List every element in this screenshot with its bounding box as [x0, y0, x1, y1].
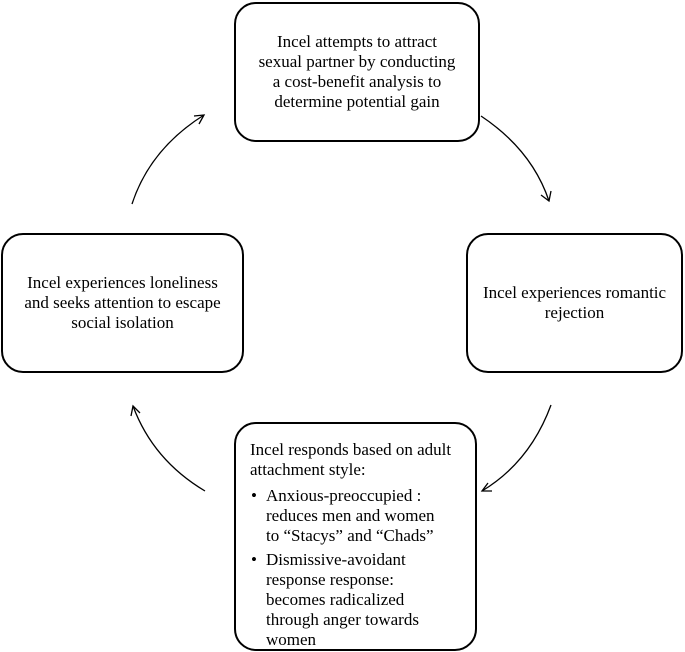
node-loneliness: Incel experiences loneliness and seeks a… [1, 233, 244, 373]
arrowhead-top-to-right [540, 190, 552, 203]
arrow-bottom-to-left [132, 405, 206, 492]
arrow-top-to-right [480, 115, 550, 202]
arrowhead-left-to-top [193, 114, 206, 125]
arrow-right-to-bottom [481, 404, 552, 492]
arrowhead-right-to-bottom [480, 482, 492, 492]
node-attachment-response: Incel responds based on adult attachment… [234, 422, 477, 651]
attachment-bullet-dismissive: Dismissive-avoidant response response: b… [250, 550, 446, 650]
attachment-style-list: Anxious-preoccupied : reduces men and wo… [250, 486, 465, 650]
node-attachment-intro: Incel responds based on adult attachment… [250, 440, 452, 479]
node-romantic-rejection: Incel experiences romantic rejection [466, 233, 683, 373]
arrowhead-bottom-to-left [130, 404, 141, 417]
node-romantic-rejection-text: Incel experiences romantic rejection [482, 283, 667, 322]
node-cost-benefit-text: Incel attempts to attract sexual partner… [258, 32, 456, 111]
node-loneliness-text: Incel experiences loneliness and seeks a… [24, 273, 221, 332]
node-cost-benefit: Incel attempts to attract sexual partner… [234, 2, 480, 142]
arrow-left-to-top [131, 114, 205, 205]
attachment-bullet-anxious: Anxious-preoccupied : reduces men and wo… [250, 486, 446, 546]
